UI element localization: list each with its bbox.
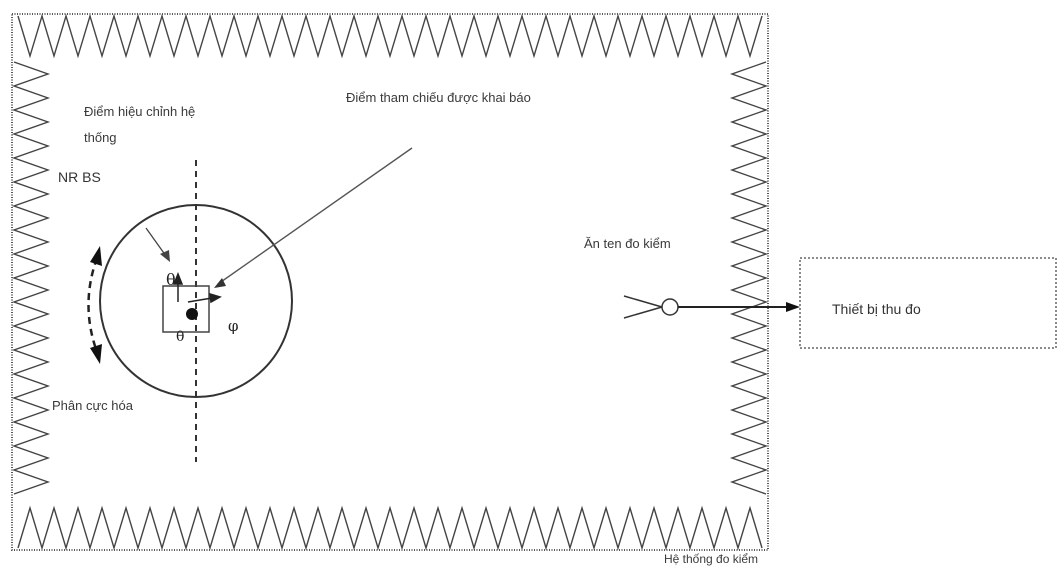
polarization-arrow-head-bottom	[90, 344, 102, 364]
antenna-cable	[678, 302, 800, 312]
nr-bs-pointer-arrow	[145, 227, 170, 262]
test-antenna-label: Ăn ten đo kiểm	[584, 236, 671, 251]
receiver-equipment-label: Thiết bị thu đo	[832, 301, 921, 317]
declared-reference-point-label: Điểm tham chiếu được khai báo	[346, 90, 531, 105]
chamber-wall	[11, 13, 769, 551]
nr-bs-label: NR BS	[58, 169, 101, 185]
absorber-right	[729, 61, 769, 495]
reference-point-leader	[214, 147, 413, 288]
theta-symbol-2: θ	[176, 329, 184, 345]
polarization-arrow	[87, 257, 99, 353]
system-calibration-point-label-line1: Điểm hiệu chỉnh hệ	[84, 104, 196, 119]
test-system-label: Hệ thống đo kiểm	[664, 552, 759, 566]
receiver-box	[799, 257, 1057, 349]
phi-symbol: φ	[228, 317, 239, 335]
polarization-arrow-head-top	[90, 246, 102, 266]
absorber-top	[17, 13, 763, 59]
reference-point-dot	[186, 308, 198, 320]
system-calibration-point-label-line2: thống	[84, 130, 117, 145]
absorber-left	[11, 61, 51, 495]
theta-symbol: θ	[166, 270, 176, 289]
test-antenna	[623, 295, 679, 319]
coordinate-arrows	[172, 271, 222, 304]
polarization-label: Phân cực hóa	[52, 398, 133, 413]
dut-turntable-circle	[99, 204, 293, 398]
absorber-cones	[11, 13, 769, 551]
absorber-bottom	[17, 505, 763, 551]
dut-box	[162, 285, 210, 333]
